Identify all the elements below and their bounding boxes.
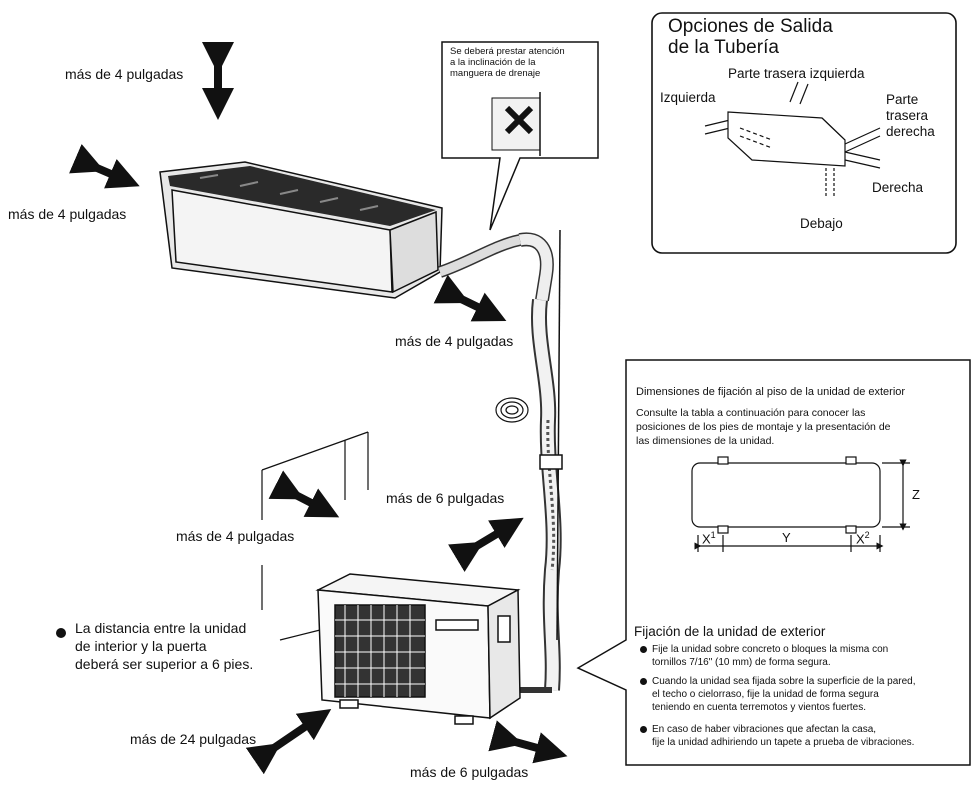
drain-callout-line-3: manguera de drenaje	[450, 68, 541, 79]
clearance-label-front: más de 24 pulgadas	[130, 731, 257, 747]
clearance-arrow-front	[245, 709, 332, 775]
floor-fix-desc-3: las dimensiones de la unidad.	[636, 435, 775, 447]
floor-fix-desc-2: posiciones de los pies de montaje y la p…	[636, 421, 891, 433]
clearance-label-top: más de 4 pulgadas	[65, 66, 184, 82]
fix-bullet-2: Cuando la unidad sea fijada sobre la sup…	[640, 675, 916, 714]
pipe-options-title-1: Opciones de Salida	[668, 16, 833, 37]
drain-callout-line-1: Se deberá prestar atención	[450, 46, 565, 57]
pipe-option-below: Debajo	[800, 216, 843, 231]
fix-bullet-1: Fije la unidad sobre concreto o bloques …	[640, 643, 888, 669]
pipe-option-rear-right-1: Parte	[886, 92, 919, 107]
pipe-option-right: Derecha	[872, 180, 924, 195]
clearance-label-outdoor-top: más de 6 pulgadas	[386, 490, 505, 506]
dim-label-y: Y	[782, 530, 791, 545]
door-note-line-3: deberá ser superior a 6 pies.	[75, 656, 254, 672]
outdoor-unit	[315, 573, 521, 725]
clearance-arrow-left	[68, 143, 140, 189]
drain-callout-box	[441, 41, 599, 231]
clearance-label-left: más de 4 pulgadas	[8, 206, 127, 222]
clearance-label-outdoor-right: más de 6 pulgadas	[410, 764, 529, 780]
indoor-unit	[159, 161, 443, 299]
dim-label-x1: X1	[702, 530, 716, 547]
door-note-line-1: La distancia entre la unidad	[75, 620, 247, 636]
pipe-option-rear-left: Parte trasera izquierda	[728, 66, 865, 81]
clearance-arrow-right	[433, 274, 507, 322]
wall-outline	[261, 431, 369, 641]
clearance-arrow-outdoor-top	[448, 517, 524, 572]
dim-label-z: Z	[912, 487, 920, 502]
dim-label-x2: X2	[856, 530, 870, 547]
floor-fixing-box	[576, 359, 971, 766]
unit-footprint	[691, 456, 910, 552]
fix-bullet-3: En caso de haber vibraciones que afectan…	[640, 723, 914, 749]
clearance-label-wall: más de 4 pulgadas	[176, 528, 295, 544]
door-note-bullet	[56, 628, 66, 638]
door-note-line-2: de interior y la puerta	[75, 638, 207, 654]
drain-callout-line-2: a la inclinación de la	[450, 57, 536, 68]
floor-fix-title: Dimensiones de fijación al piso de la un…	[636, 386, 906, 398]
tubing-coil	[495, 397, 529, 423]
pipe-option-left: Izquierda	[660, 90, 716, 105]
pipe-options-title-2: de la Tubería	[668, 37, 779, 58]
fix-title: Fijación de la unidad de exterior	[634, 624, 826, 639]
pipe-options-sketch	[704, 81, 881, 198]
connecting-pipe	[438, 229, 563, 693]
clearance-arrow-outdoor-right	[488, 720, 568, 764]
clearance-label-right: más de 4 pulgadas	[395, 333, 514, 349]
floor-fix-desc-1: Consulte la tabla a continuación para co…	[636, 407, 866, 419]
pipe-option-rear-right-3: derecha	[886, 124, 935, 139]
clearance-arrow-wall	[268, 470, 340, 518]
pipe-option-rear-right-2: trasera	[886, 108, 929, 123]
